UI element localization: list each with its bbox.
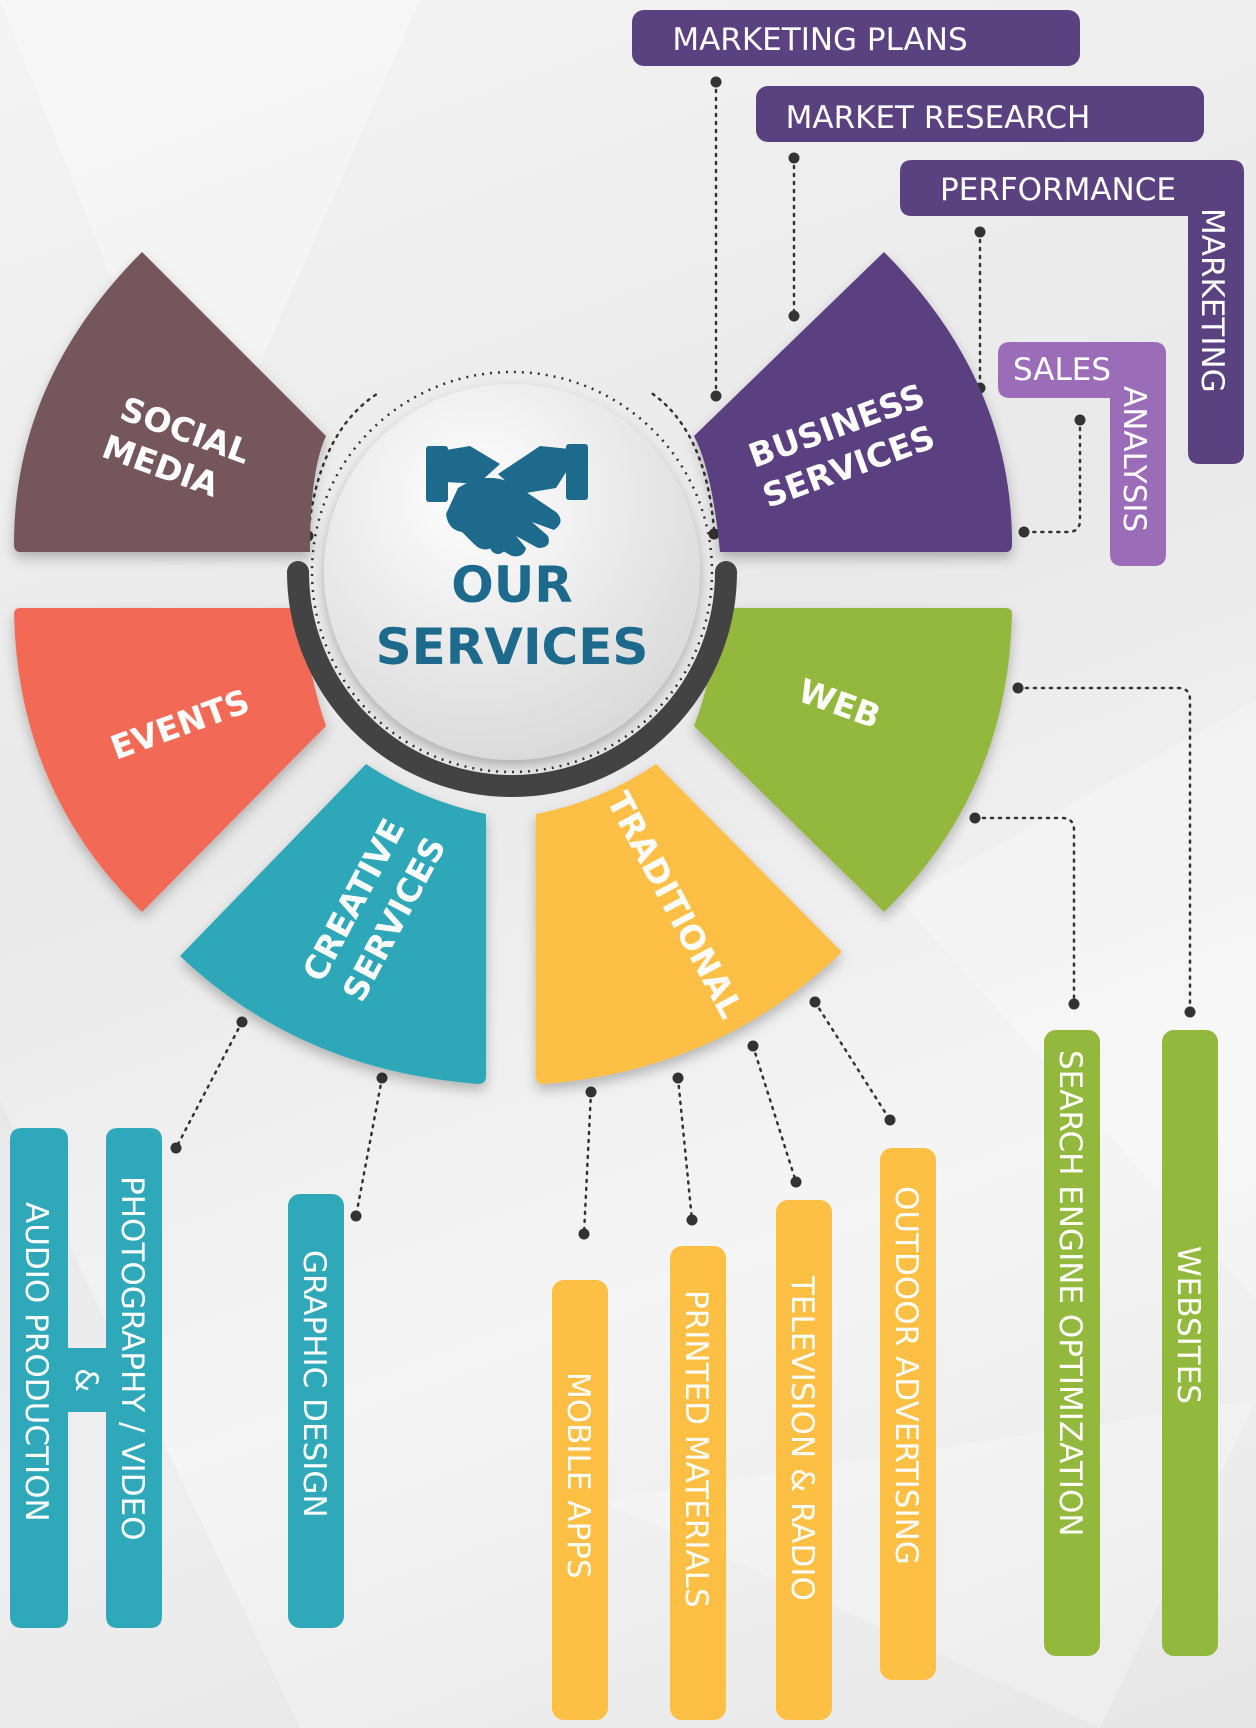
business-item-marketing-plans-label: MARKETING PLANS [672,22,967,58]
creative-item-audio-production-label: AUDIO PRODUCTION [18,1202,54,1522]
business-item-sales-analysis[interactable] [998,342,1166,566]
business-item-sales-label: SALES [1013,352,1111,388]
business-item-marketing-plans[interactable] [632,10,1080,66]
traditional-item-printed-materials[interactable] [670,1246,726,1720]
segment-business-services[interactable] [694,252,1012,552]
business-item-performance-label: PERFORMANCE [940,172,1176,208]
web-item-seo[interactable] [1044,1030,1100,1656]
handshake-icon [426,444,588,557]
business-item-marketing-label: MARKETING [1194,208,1230,393]
traditional-item-television-radio[interactable] [776,1200,832,1720]
traditional-item-outdoor-advertising-label: OUTDOOR ADVERTISING [888,1186,924,1565]
hub-dotted-ring [310,370,714,774]
business-item-analysis-label: ANALYSIS [1116,386,1152,532]
creative-item-ampersand: & [68,1368,104,1392]
web-item-websites-label: WEBSITES [1170,1246,1206,1404]
segment-events[interactable] [14,608,326,912]
business-item-performance-marketing[interactable] [900,160,1244,464]
hub-ring [287,561,737,797]
segment-traditional[interactable] [536,764,842,1084]
hub-title-line2: SERVICES [376,618,649,676]
web-item-websites[interactable] [1162,1030,1218,1656]
traditional-item-mobile-apps-label: MOBILE APPS [560,1372,596,1579]
business-item-market-research-label: MARKET RESEARCH [786,100,1091,136]
traditional-item-printed-materials-label: PRINTED MATERIALS [678,1290,714,1608]
hub-title-line1: OUR [451,556,573,614]
business-item-market-research[interactable] [756,86,1204,142]
hub-circle [324,384,700,760]
creative-item-photography-video-label: PHOTOGRAPHY / VIDEO [114,1176,150,1541]
creative-item-graphic-design-label: GRAPHIC DESIGN [296,1250,332,1518]
web-item-seo-label: SEARCH ENGINE OPTIMIZATION [1052,1050,1088,1537]
traditional-item-television-radio-label: TELEVISION & RADIO [784,1275,820,1601]
segment-web[interactable] [694,608,1012,912]
segment-creative-services[interactable] [180,764,486,1084]
creative-item-graphic-design[interactable] [288,1194,344,1628]
traditional-item-mobile-apps[interactable] [552,1280,608,1720]
traditional-item-outdoor-advertising[interactable] [880,1148,936,1680]
connector-dots [170,76,1196,1240]
connector-lines [174,80,1192,1236]
creative-item-audio-photo[interactable] [10,1128,162,1628]
segment-social-media[interactable] [14,252,326,552]
